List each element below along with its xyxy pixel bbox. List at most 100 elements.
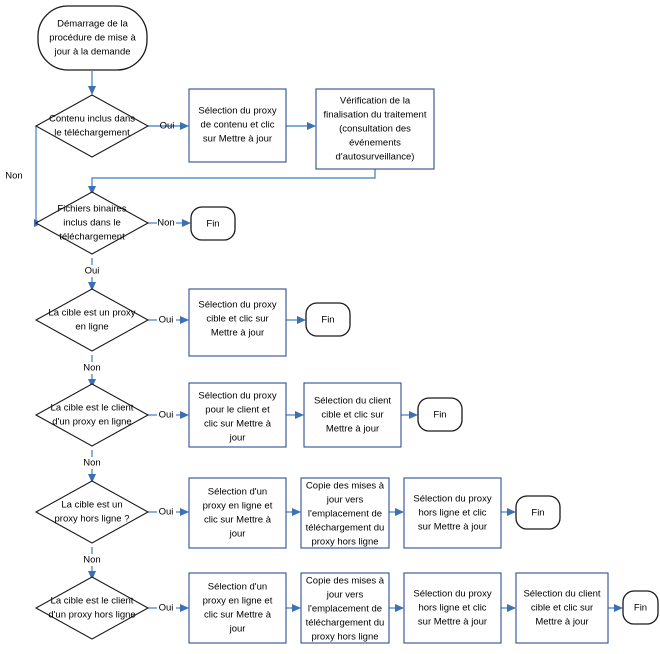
p5c-box-shape — [403, 477, 502, 549]
d3-text-line-2: en ligne — [75, 322, 108, 333]
d1-text-line-1: Contenu inclus dans — [49, 114, 135, 125]
p5c-text-line-1: Sélection du proxy — [413, 494, 491, 505]
arrowhead-p6b-p6c — [395, 604, 404, 612]
p6b-text-line-3: l'emplacement de — [308, 604, 382, 615]
node-process-p4b[interactable]: Sélection du client cible et clic sur Me… — [303, 382, 402, 448]
node-process-p1a[interactable]: Sélection du proxy de contenu et clic su… — [188, 88, 287, 163]
d1-text-line-2: le téléchargement — [54, 128, 130, 139]
p4a-text-line-3: clic sur Mettre à — [204, 419, 272, 430]
node-process-p5a[interactable]: Sélection d'un proxy en ligne et clic su… — [188, 477, 287, 549]
p6b-box-shape — [300, 572, 390, 644]
p5b-text-line-3: l'emplacement de — [308, 509, 382, 520]
p1b-text-line-3: (consultation des — [339, 124, 411, 135]
node-process-p6a[interactable]: Sélection d'un proxy en ligne et clic su… — [188, 572, 287, 644]
node-process-p3a[interactable]: Sélection du proxy cible et clic sur Met… — [188, 288, 287, 357]
node-process-p5b[interactable]: Copie des mises à jour vers l'emplacemen… — [300, 477, 390, 549]
p6b-text-line-4: téléchargement du — [306, 618, 385, 629]
p5b-text-line-4: téléchargement du — [306, 523, 385, 534]
p4a-box-shape — [188, 382, 287, 448]
arrowhead-p4b-fin4 — [409, 411, 418, 419]
d3-diamond-shape — [34, 288, 150, 352]
p1a-text-line-3: sur Mettre à jour — [203, 134, 272, 145]
start-text-line-1: Démarrage de la — [57, 19, 128, 30]
p6c-box-shape — [403, 572, 502, 644]
p6c-text-line-3: sur Mettre à jour — [418, 617, 487, 628]
node-decision-d6[interactable]: La cible est le client d'un proxy hors l… — [34, 576, 150, 640]
arrowhead-d3-p3a — [180, 316, 189, 324]
p4b-text-line-2: cible et clic sur — [321, 410, 383, 421]
fin3-label: Fin — [321, 315, 334, 326]
p5b-box-shape — [300, 477, 390, 549]
p6a-text-line-4: jour — [229, 624, 246, 635]
node-process-p6c[interactable]: Sélection du proxy hors ligne et clic su… — [403, 572, 502, 644]
node-terminator-fin6[interactable]: Fin — [622, 590, 659, 625]
fin4-shape — [417, 397, 463, 432]
node-decision-d1[interactable]: Contenu inclus dans le téléchargement — [34, 94, 150, 158]
node-start[interactable]: Démarrage de la procédure de mise à jour… — [37, 5, 148, 71]
fin6-label: Fin — [634, 603, 647, 614]
p5a-box-shape — [188, 477, 287, 549]
start-text-line-2: procédure de mise à — [49, 33, 136, 44]
p6d-box-shape — [515, 572, 609, 644]
node-process-p6b[interactable]: Copie des mises à jour vers l'emplacemen… — [300, 572, 390, 644]
arrowhead-d2-d3 — [88, 282, 96, 291]
start-terminator-shape — [37, 5, 148, 71]
d2-text-line-1: Fichiers binaires — [57, 204, 126, 215]
d5-text-line-1: La cible est un — [61, 500, 122, 511]
d3-text-line-1: La cible est un proxy — [48, 308, 135, 319]
d2-text-line-2: inclus dans le — [63, 218, 121, 229]
edge-p1b-to-d2 — [91, 169, 376, 188]
node-process-p6d[interactable]: Sélection du client cible et clic sur Me… — [515, 572, 609, 644]
node-process-p5c[interactable]: Sélection du proxy hors ligne et clic su… — [403, 477, 502, 549]
p1a-text-line-2: de contenu et clic — [201, 120, 275, 131]
label-d3-yes: Oui — [159, 315, 174, 326]
arrowhead-p5c-fin5 — [507, 508, 516, 516]
arrowhead-start-d1 — [88, 86, 96, 95]
arrowhead-p4a-p4b — [295, 411, 304, 419]
label-d1-yes: Oui — [160, 121, 175, 132]
label-d6-yes: Oui — [159, 603, 174, 614]
arrowhead-d1-p1a — [180, 122, 189, 130]
node-terminator-fin2[interactable]: Fin — [190, 206, 236, 241]
p5a-text-line-1: Sélection d'un — [208, 487, 267, 498]
d4-text-line-1: La cible est le client — [51, 403, 134, 414]
fin5-shape — [515, 495, 561, 530]
node-terminator-fin4[interactable]: Fin — [417, 397, 463, 432]
label-d5-yes: Oui — [159, 507, 174, 518]
p5c-text-line-2: hors ligne et clic — [418, 508, 486, 519]
node-decision-d3[interactable]: La cible est un proxy en ligne — [34, 288, 150, 352]
start-text-line-3: jour à la demande — [53, 47, 130, 58]
d2-diamond-shape — [34, 191, 150, 255]
p6d-text-line-1: Sélection du client — [523, 589, 600, 600]
arrowhead-d4-p4a — [180, 411, 189, 419]
p5b-text-line-5: proxy hors ligne — [311, 537, 378, 548]
p1b-text-line-5: d'autosurveillance) — [336, 152, 415, 163]
arrowhead-p5a-p5b — [292, 508, 301, 516]
node-process-p1b[interactable]: Vérification de la finalisation du trait… — [315, 88, 435, 170]
p4a-text-line-2: pour le client et — [205, 405, 270, 416]
p3a-text-line-1: Sélection du proxy — [198, 300, 276, 311]
p6c-text-line-1: Sélection du proxy — [413, 589, 491, 600]
p3a-box-shape — [188, 288, 287, 357]
node-terminator-fin3[interactable]: Fin — [305, 302, 351, 337]
p6d-text-line-3: Mettre à jour — [535, 617, 588, 628]
arrowhead-d4-d5 — [88, 474, 96, 483]
node-decision-d2[interactable]: Fichiers binaires inclus dans le télécha… — [34, 191, 150, 255]
node-decision-d5[interactable]: La cible est un proxy hors ligne ? — [34, 480, 150, 544]
arrowhead-p5b-p5c — [395, 508, 404, 516]
arrowhead-d6-p6a — [180, 604, 189, 612]
p5a-text-line-4: jour — [229, 529, 246, 540]
p4a-text-line-4: jour — [229, 433, 246, 444]
d4-diamond-shape — [34, 383, 150, 447]
p1a-box-shape — [188, 88, 287, 163]
node-decision-d4[interactable]: La cible est le client d'un proxy en lig… — [34, 383, 150, 447]
node-process-p4a[interactable]: Sélection du proxy pour le client et cli… — [188, 382, 287, 448]
arrowhead-d5-p5a — [180, 508, 189, 516]
p5a-text-line-3: clic sur Mettre à — [204, 515, 272, 526]
arrowhead-p1a-p1b — [307, 122, 316, 130]
p1b-box-shape — [315, 88, 435, 170]
p1b-text-line-4: événements — [349, 138, 401, 149]
label-d5-no: Non — [83, 555, 100, 566]
node-terminator-fin5[interactable]: Fin — [515, 495, 561, 530]
p3a-text-line-3: Mettre à jour — [211, 328, 264, 339]
